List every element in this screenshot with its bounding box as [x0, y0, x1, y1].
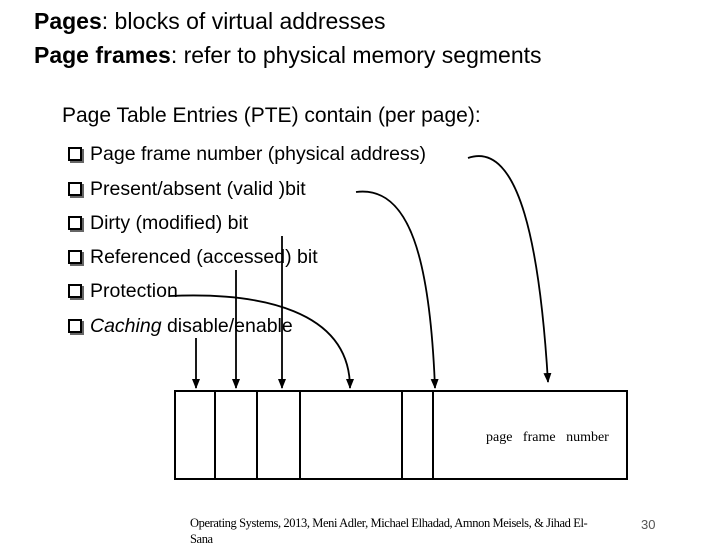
title-line-pages: Pages: blocks of virtual addresses	[34, 8, 386, 34]
checkbox-square-icon	[68, 250, 82, 264]
checkbox-square-icon	[68, 216, 82, 230]
bullet-protection: Protection	[68, 280, 178, 303]
bullet-page-frame-number: Page frame number (physical address)	[68, 143, 426, 166]
bullet-caching: Caching disable/enable	[68, 315, 293, 338]
arrow-present	[355, 190, 439, 389]
checkbox-square-icon	[68, 147, 82, 161]
bullet-referenced: Referenced (accessed) bit	[68, 246, 318, 269]
bullet-dirty: Dirty (modified) bit	[68, 212, 248, 235]
arrow-page-frame	[467, 155, 552, 383]
checkbox-square-icon	[68, 319, 82, 333]
checkbox-square-icon	[68, 182, 82, 196]
page-frame-number-field-label: page frame number	[486, 430, 609, 445]
checkbox-square-icon	[68, 284, 82, 298]
slide-number: 30	[641, 517, 656, 532]
title-line-page-frames: Page frames: refer to physical memory se…	[34, 42, 542, 68]
pte-heading: Page Table Entries (PTE) contain (per pa…	[62, 104, 481, 127]
bullet-present-absent: Present/absent (valid )bit	[68, 178, 306, 201]
footer-credit: Operating Systems, 2013, Meni Adler, Mic…	[190, 516, 588, 546]
arrow-protection	[169, 294, 354, 389]
